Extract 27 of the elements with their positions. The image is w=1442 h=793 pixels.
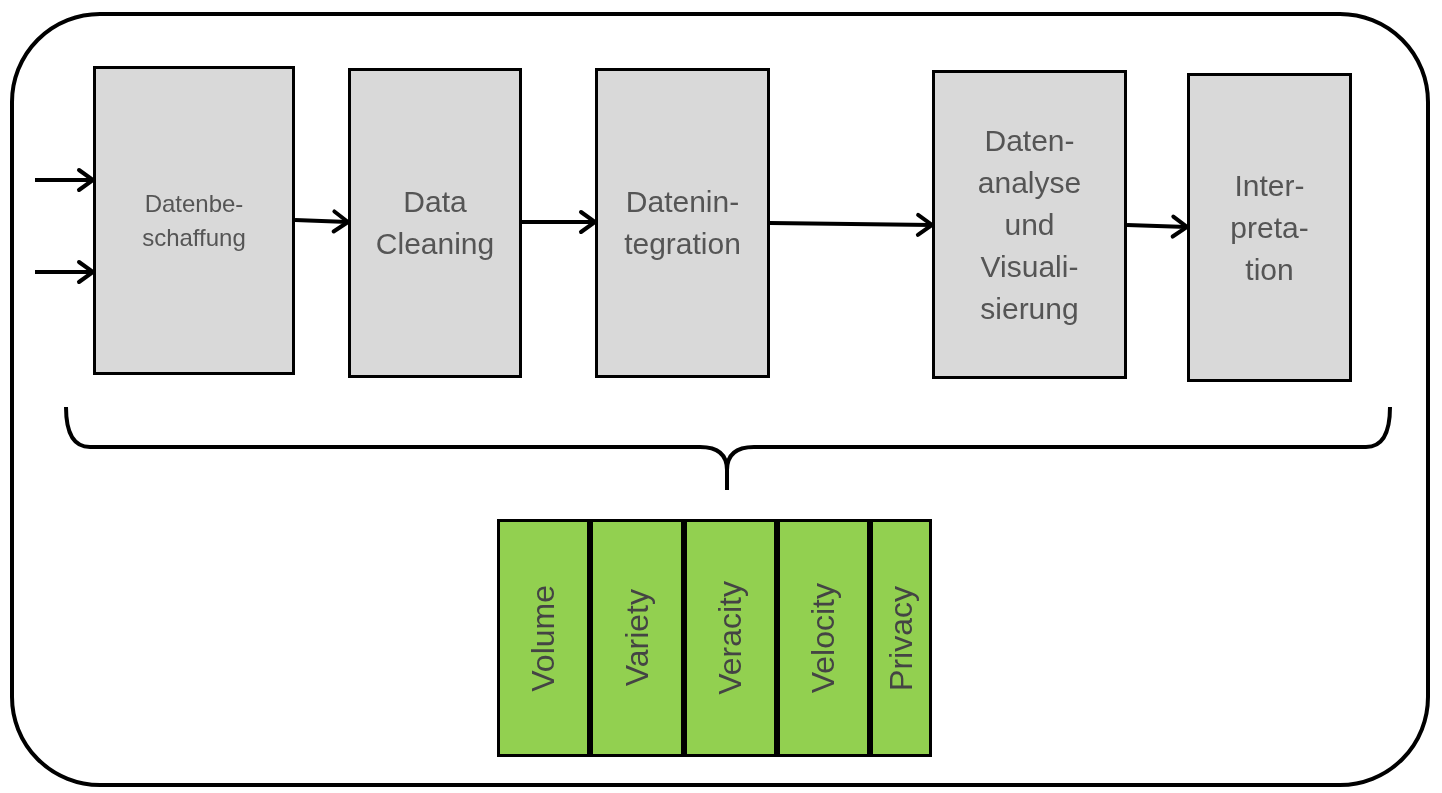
- arrow: [1126, 214, 1189, 239]
- process-box: [932, 70, 1127, 379]
- attribute-bar: [497, 519, 590, 757]
- attribute-bar: [777, 519, 870, 757]
- attribute-label: Variety: [618, 589, 656, 687]
- attribute-label: Veracity: [712, 581, 749, 695]
- process-box: [1187, 73, 1352, 382]
- attribute-label: Velocity: [805, 582, 842, 694]
- process-box: [93, 66, 295, 375]
- arrow: [769, 212, 934, 237]
- arrow: [294, 209, 350, 234]
- arrow: [35, 260, 95, 284]
- process-label: Datenin- tegration: [624, 184, 741, 262]
- rounded-frame: [10, 12, 1430, 787]
- attribute-label: Privacy: [882, 585, 920, 691]
- process-box: [595, 68, 770, 378]
- arrow: [35, 168, 95, 192]
- process-box: [348, 68, 522, 378]
- attribute-bar: [684, 519, 777, 757]
- process-label: Data Cleaning: [375, 184, 495, 262]
- attribute-bar: [870, 519, 932, 757]
- attribute-label: Volume: [525, 584, 562, 692]
- process-label: Daten- analyse und Visuali- sierung: [976, 122, 1083, 327]
- process-label: Datenbe- schaffung: [141, 188, 247, 253]
- process-label: Inter- preta- tion: [1229, 167, 1310, 288]
- arrow: [522, 210, 597, 234]
- attribute-bar: [590, 519, 684, 757]
